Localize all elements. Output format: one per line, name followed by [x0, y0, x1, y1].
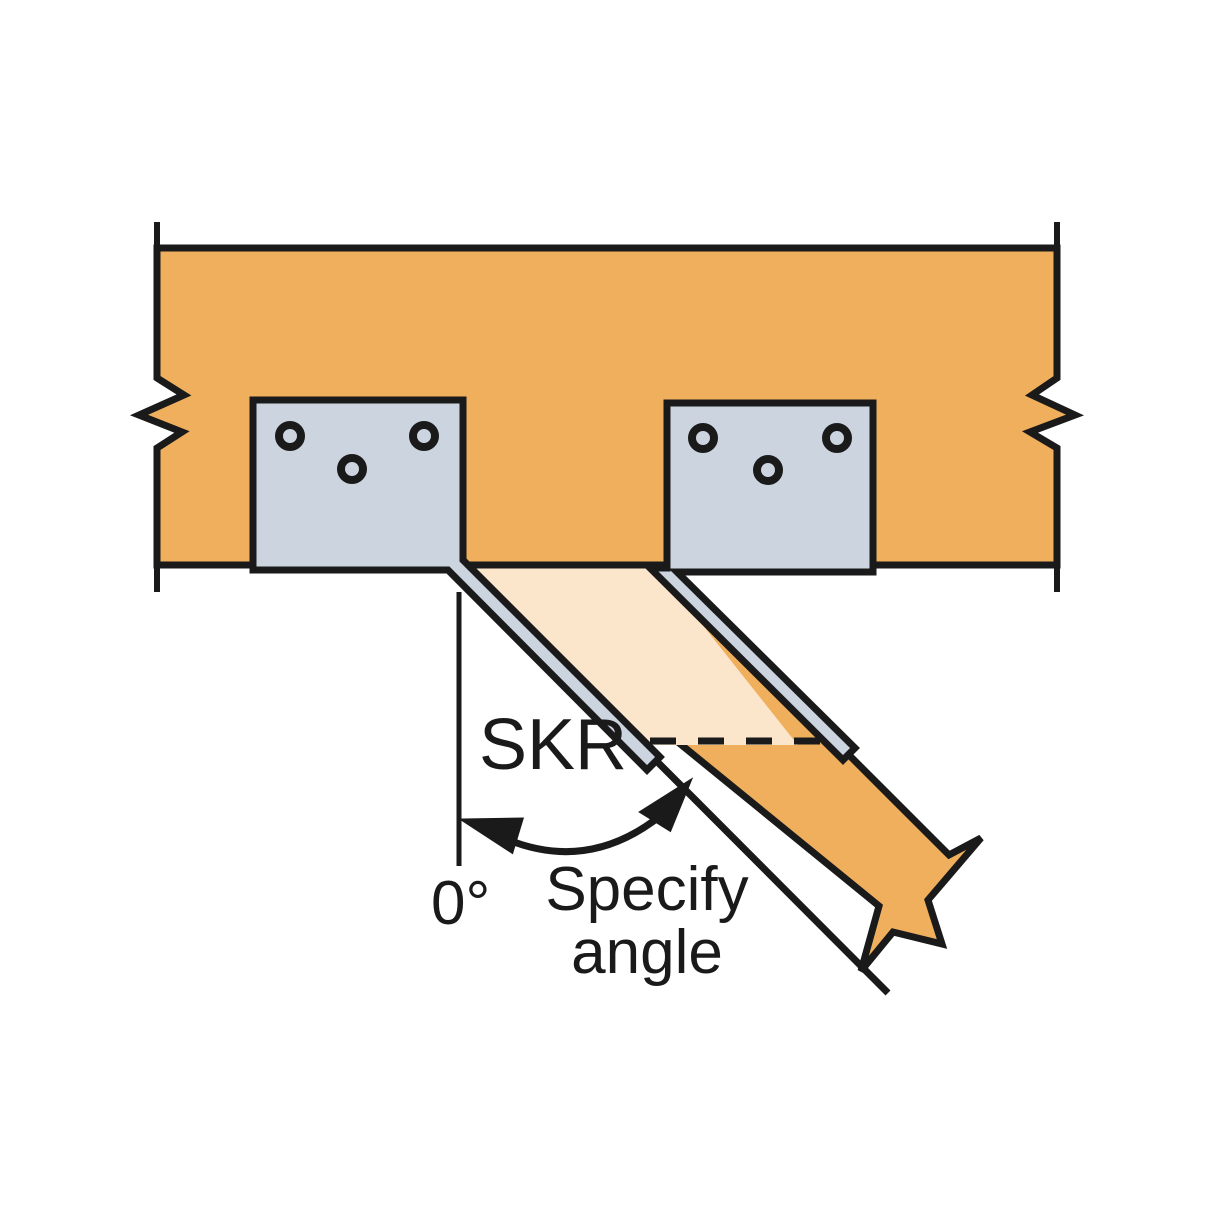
right-plate-fastener-hole-3 [753, 455, 783, 485]
left-plate-body [249, 396, 665, 775]
specify-angle-label-line1: Specify [545, 855, 748, 924]
rafter-seat-fill [462, 566, 845, 745]
angle-arc-arrow [458, 777, 694, 856]
angle-arc-path [493, 803, 675, 856]
left-plate-fastener-hole-1 [275, 421, 305, 451]
left-plate-fastener-hole-3 [337, 454, 367, 484]
left-connector-plate [249, 396, 665, 775]
right-plate-body [641, 399, 877, 765]
angle-arrowhead-right [638, 777, 694, 833]
angle-arrowhead-left [458, 817, 525, 855]
rafter-seat-region [462, 566, 845, 745]
left-plate-fastener-hole-2 [409, 421, 439, 451]
right-plate-fastener-hole-1 [688, 423, 718, 453]
right-plate-fastener-hole-2 [822, 423, 852, 453]
product-name-label: SKR [479, 705, 627, 785]
right-connector-plate [641, 399, 877, 765]
specify-angle-label-line2: angle [571, 918, 723, 987]
zero-degree-label: 0° [431, 869, 490, 938]
